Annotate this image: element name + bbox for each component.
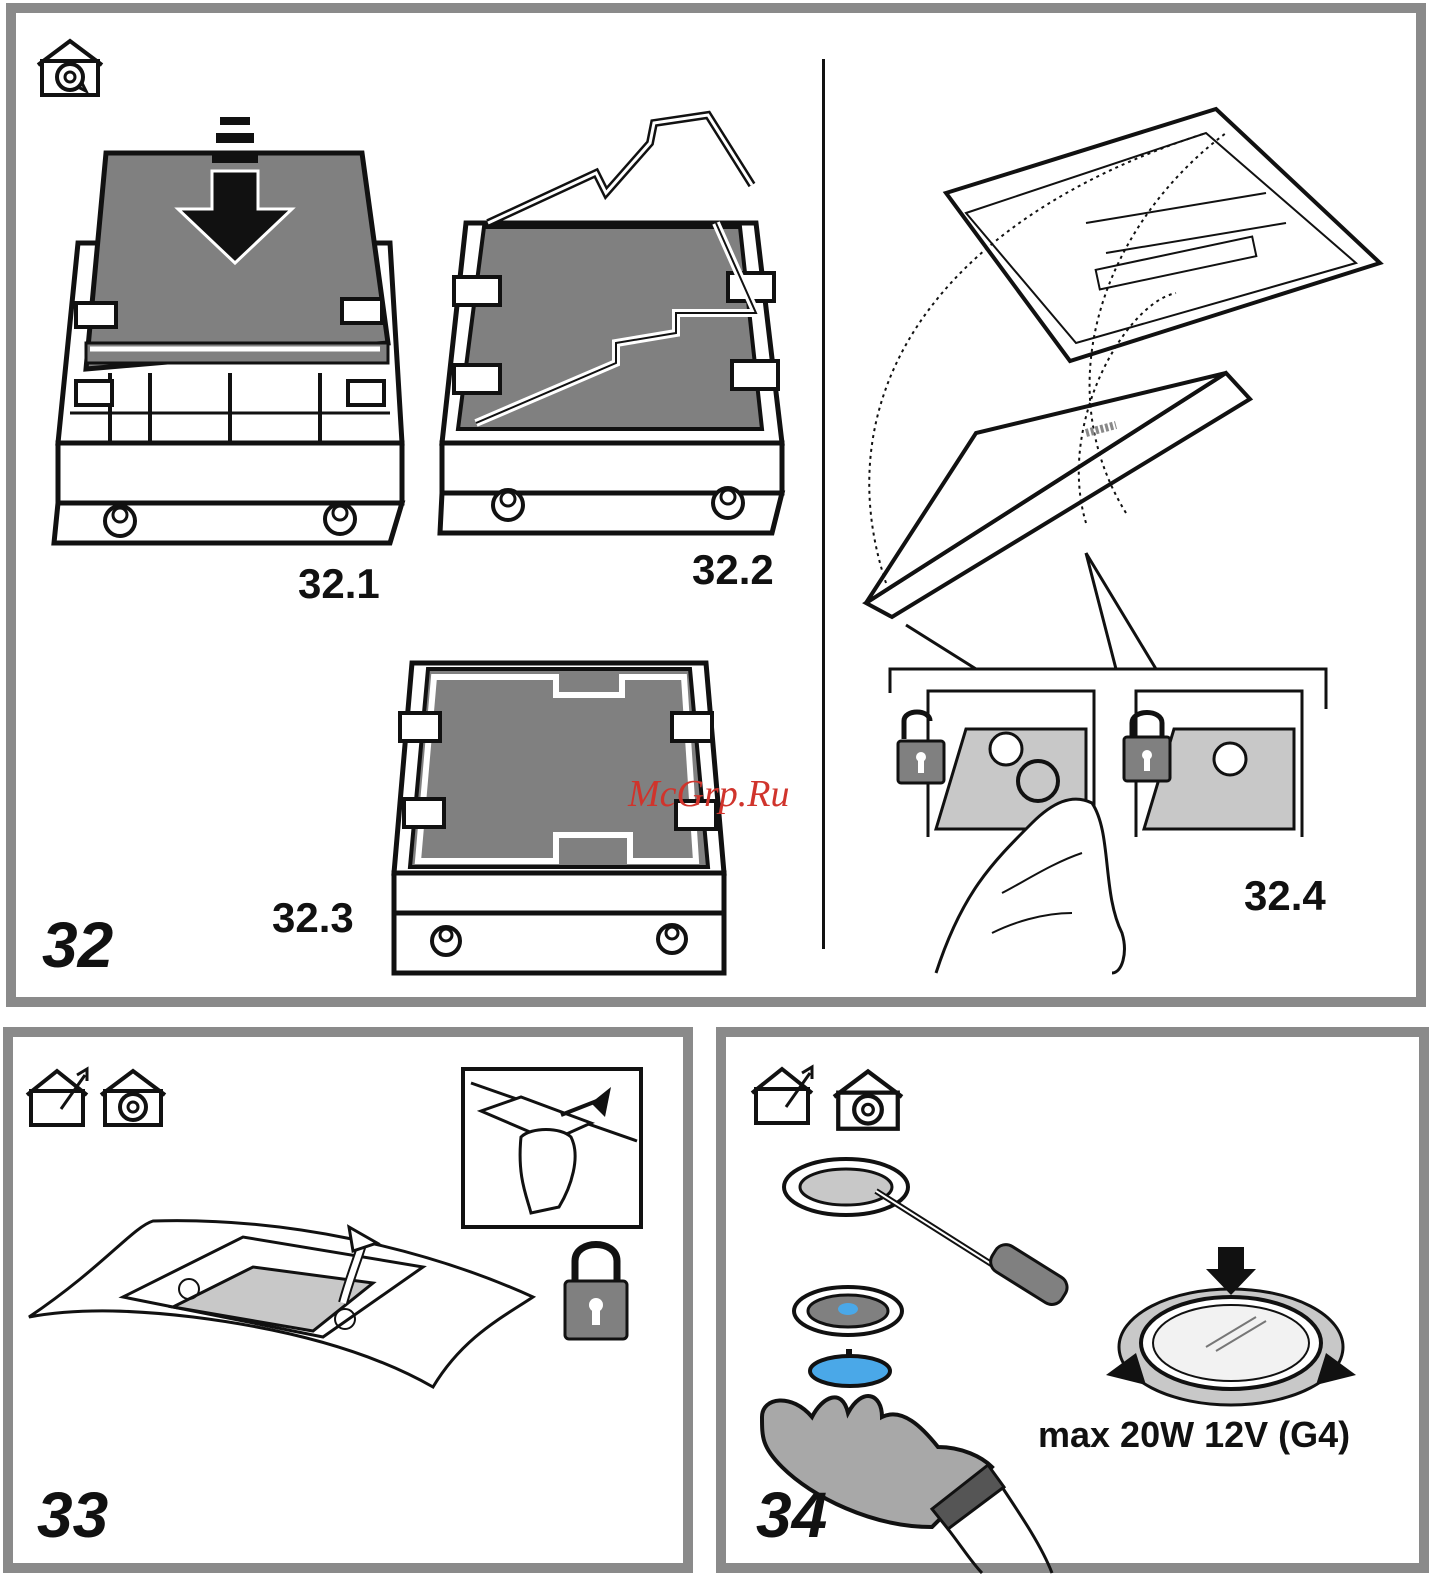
filter-fitted-illustration <box>390 653 760 983</box>
lamp-holder-illustration <box>790 1281 910 1345</box>
filter-release-detail <box>461 1067 643 1229</box>
filter-torn-illustration <box>436 103 806 543</box>
watermark: McGrp.Ru <box>628 775 789 813</box>
substep-32-1-label: 32.1 <box>298 563 380 605</box>
recirculation-mode-icon <box>834 1067 902 1131</box>
substep-32-2-label: 32.2 <box>692 549 774 591</box>
lamp-spec-label: max 20W 12V (G4) <box>1038 1417 1350 1453</box>
substep-32-4-label: 32.4 <box>1244 875 1326 917</box>
hood-underside-illustration <box>23 1207 543 1417</box>
substep-32-3-label: 32.3 <box>272 897 354 939</box>
lock-closed-icon <box>563 1235 629 1341</box>
ducted-mode-icon <box>27 1065 93 1129</box>
step-34-panel: max 20W 12V (G4) 34 <box>716 1027 1429 1573</box>
panel-divider <box>822 59 825 949</box>
step-32-number: 32 <box>42 913 113 977</box>
hand-illustration <box>932 773 1132 973</box>
step-33-number: 33 <box>37 1483 108 1547</box>
hood-filter-panel-illustration <box>846 103 1396 623</box>
filter-insert-illustration <box>50 113 420 553</box>
step-32-panel: McGrp.Ru 32.1 32.2 32.3 32.4 32 <box>6 3 1426 1007</box>
recirculation-mode-icon <box>101 1067 165 1127</box>
recirculation-mode-icon <box>38 37 102 97</box>
lock-open-icon <box>896 707 946 783</box>
lamp-ring-detail <box>1106 1247 1356 1417</box>
step-34-number: 34 <box>756 1483 827 1547</box>
ducted-mode-icon <box>752 1063 818 1127</box>
step-33-panel: 33 <box>3 1027 693 1573</box>
lock-closed-icon <box>1122 707 1172 783</box>
